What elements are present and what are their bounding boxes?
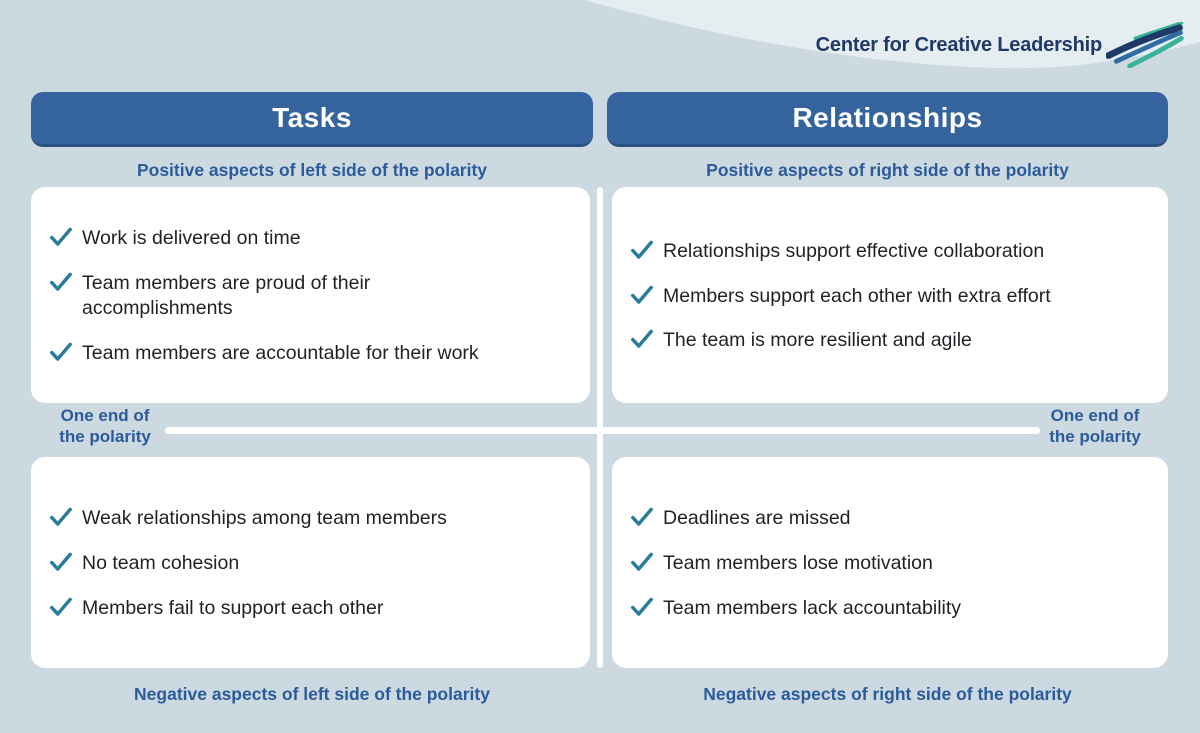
list-item-text: Weak relationships among team members <box>82 507 447 530</box>
axis-label-right: One end of the polarity <box>1007 406 1183 447</box>
caption-positive-left: Positive aspects of left side of the pol… <box>136 160 488 180</box>
list-item: No team cohesion <box>48 549 576 576</box>
check-icon <box>631 597 653 616</box>
background-wedge <box>585 0 1200 69</box>
list-item: Team members are proud of their accompli… <box>48 269 576 321</box>
check-icon <box>631 507 653 526</box>
list-item-text: No team cohesion <box>82 552 240 575</box>
list-item-text: Team members are proud of their accompli… <box>82 272 371 319</box>
list-item: Deadlines are missed <box>629 504 1154 531</box>
list-item: Team members lose motivation <box>629 549 1154 576</box>
axis-label-right-line2: the polarity <box>1049 426 1141 446</box>
axis-label-left-line1: One end of <box>60 406 150 425</box>
list-item-text: Deadlines are missed <box>663 507 851 530</box>
check-icon <box>50 552 72 571</box>
check-icon <box>50 272 72 291</box>
caption-negative-left: Negative aspects of left side of the pol… <box>134 684 490 704</box>
check-icon <box>50 227 72 246</box>
list-item-text: Team members are accountable for their w… <box>82 341 479 364</box>
check-icon <box>631 240 653 259</box>
list-item: Relationships support effective collabor… <box>629 237 1154 264</box>
list-item: Weak relationships among team members <box>48 504 576 531</box>
axis-label-left-line2: the polarity <box>59 426 151 446</box>
list-item-text: The team is more resilient and agile <box>663 329 972 352</box>
ccl-swoosh-icon <box>1106 22 1184 68</box>
check-icon <box>50 342 72 361</box>
ccl-logo-text: Center for Creative Leadership <box>815 33 1103 56</box>
axis-label-right-line1: One end of <box>1050 406 1140 425</box>
list-item: Team members are accountable for their w… <box>48 339 576 366</box>
list-item-text: Members fail to support each other <box>82 596 384 619</box>
header-tasks-label: Tasks <box>272 102 352 133</box>
list-item-text: Members support each other with extra ef… <box>663 284 1051 307</box>
list-item-text: Relationships support effective collabor… <box>663 239 1045 262</box>
axis-label-left: One end of the polarity <box>17 406 193 447</box>
list-item: Members fail to support each other <box>48 594 576 621</box>
quadrant-relationships-positives: Relationships support effective collabor… <box>612 187 1168 403</box>
check-icon <box>631 285 653 304</box>
ccl-logo: Center for Creative Leadership <box>816 22 1184 68</box>
list-item-text: Team members lack accountability <box>663 596 962 619</box>
list-item: Team members lack accountability <box>629 594 1154 621</box>
check-icon <box>50 507 72 526</box>
caption-negative-right: Negative aspects of right side of the po… <box>703 684 1072 704</box>
quadrant-tasks-positives: Work is delivered on time Team members a… <box>31 187 590 403</box>
quadrant-relationships-negatives: Deadlines are missed Team members lose m… <box>612 457 1168 668</box>
caption-positive-right: Positive aspects of right side of the po… <box>706 160 1069 180</box>
list-item-text: Work is delivered on time <box>82 227 301 250</box>
check-icon <box>631 330 653 349</box>
quadrant-tasks-negatives: Weak relationships among team members No… <box>31 457 590 668</box>
list-item-text: Team members lose motivation <box>663 552 933 575</box>
header-relationships-label: Relationships <box>792 102 983 133</box>
check-icon <box>50 597 72 616</box>
header-tasks: Tasks <box>31 92 593 147</box>
horizontal-axis-line <box>165 427 1040 434</box>
check-icon <box>631 552 653 571</box>
header-relationships: Relationships <box>607 92 1168 147</box>
list-item: Members support each other with extra ef… <box>629 282 1154 309</box>
list-item: Work is delivered on time <box>48 224 576 251</box>
list-item: The team is more resilient and agile <box>629 326 1154 353</box>
